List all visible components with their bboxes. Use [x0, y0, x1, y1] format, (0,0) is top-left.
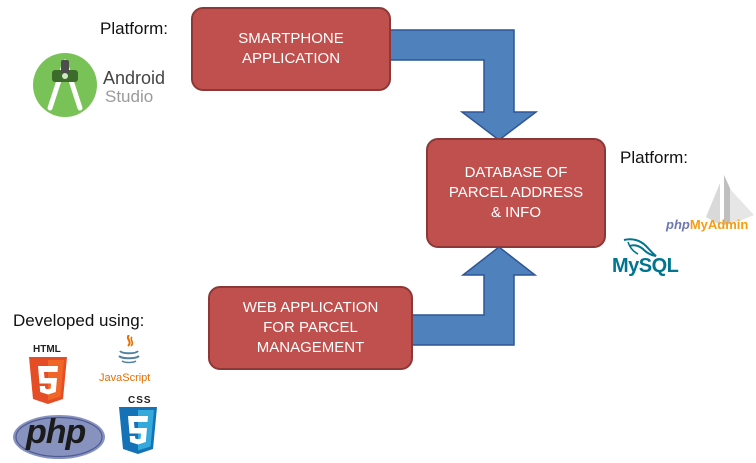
php-text: php — [26, 413, 86, 451]
web-box-line1: WEB APPLICATION — [242, 299, 379, 316]
smartphone-box-line2: APPLICATION — [241, 50, 341, 67]
arrow-smartphone-to-database — [389, 29, 539, 141]
sailboat-icon — [706, 175, 754, 225]
html5-shield-icon — [29, 357, 67, 404]
web-box-line3: MANAGEMENT — [256, 339, 365, 356]
platform-label-right: Platform: — [620, 148, 689, 167]
phpmyadmin-prefix: php — [666, 217, 690, 232]
php-oval-icon — [13, 415, 105, 459]
smartphone-box-line1: SMARTPHONE — [238, 30, 344, 47]
database-box-line2: PARCEL ADDRESS — [448, 184, 584, 201]
mysql-text: MySQL — [612, 255, 679, 277]
phpmyadmin-name: MyAdmin — [689, 217, 749, 232]
coffee-cup-icon — [118, 335, 140, 364]
database-box-line1: DATABASE OF — [464, 164, 568, 181]
arrow-web-to-database — [411, 246, 538, 346]
web-box-line2: FOR PARCEL — [263, 319, 358, 336]
css3-shield-icon — [119, 407, 157, 454]
smartphone-application-box: SMARTPHONE APPLICATION — [191, 7, 391, 91]
android-studio-word1: Android — [103, 68, 166, 88]
html5-label: HTML — [33, 344, 61, 355]
platform-label-top: Platform: — [100, 19, 169, 38]
database-box: DATABASE OF PARCEL ADDRESS & INFO — [426, 138, 606, 248]
database-box-line3: & INFO — [490, 204, 541, 221]
developed-using-label: Developed using: — [13, 311, 145, 330]
javascript-label: JavaScript — [99, 372, 151, 384]
android-studio-icon — [33, 53, 97, 117]
android-studio-word2: Studio — [105, 87, 154, 106]
phpmyadmin-logo: phpMyAdmin — [666, 217, 748, 232]
css3-label: CSS — [128, 395, 152, 406]
dolphin-icon — [623, 238, 657, 257]
web-application-box: WEB APPLICATION FOR PARCEL MANAGEMENT — [208, 286, 413, 370]
